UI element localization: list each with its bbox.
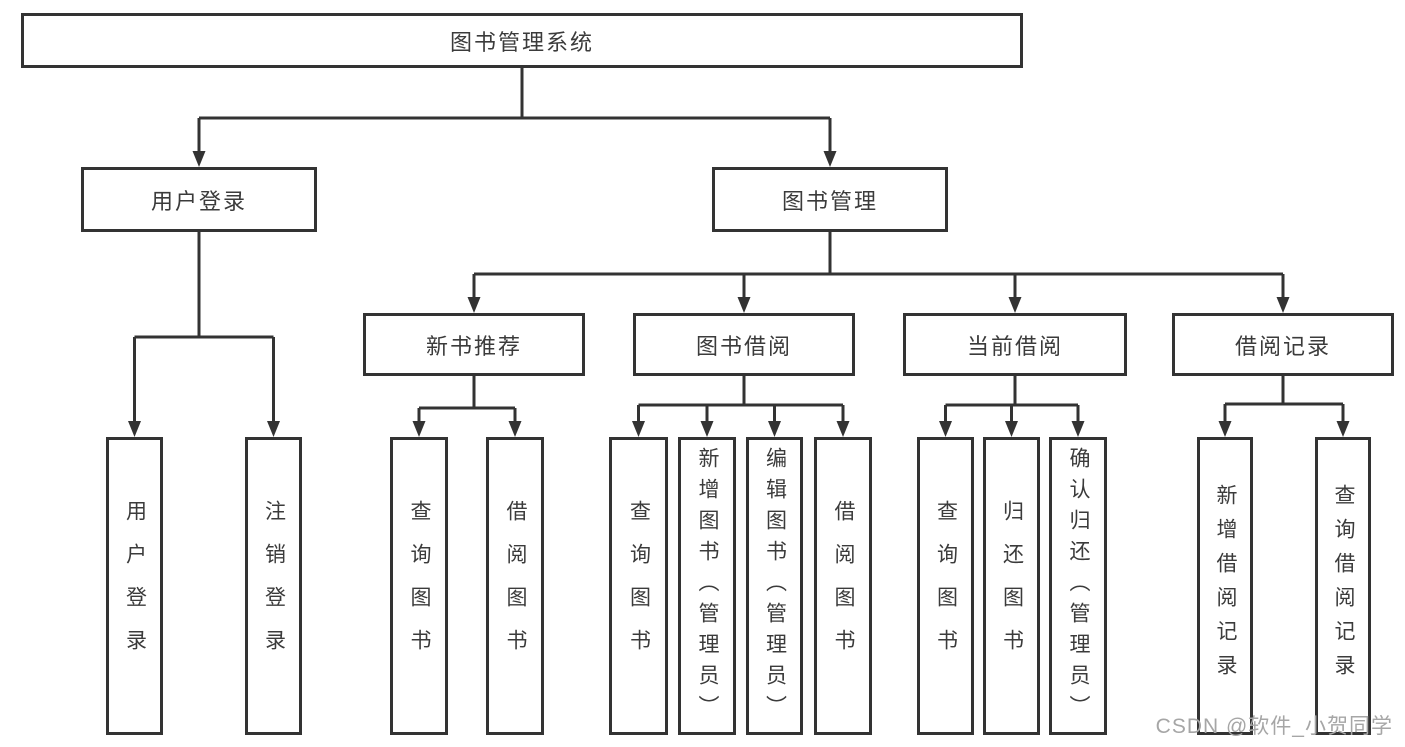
leaf-edit-book-admin: 编辑图书（管理员） bbox=[746, 437, 803, 735]
edge-current-borrow-to-leaves bbox=[939, 376, 1085, 437]
node-book-borrow-label: 图书借阅 bbox=[695, 333, 792, 359]
leaf-borrow-book-label: 借阅图书 bbox=[832, 500, 855, 672]
edge-root-to-level2 bbox=[192, 68, 837, 167]
node-book-management: 图书管理 bbox=[712, 167, 948, 232]
node-borrow-records: 借阅记录 bbox=[1172, 313, 1394, 376]
node-borrow-records-label: 借阅记录 bbox=[1234, 333, 1331, 359]
leaf-edit-book-admin-label: 编辑图书（管理员） bbox=[763, 446, 787, 726]
leaf-query-borrow-record-label: 查询借阅记录 bbox=[1332, 484, 1355, 688]
edge-user-login-to-leaves bbox=[128, 232, 280, 437]
node-current-borrow-label: 当前借阅 bbox=[966, 333, 1063, 359]
leaf-return-book-label: 归还图书 bbox=[1000, 500, 1024, 672]
node-current-borrow: 当前借阅 bbox=[903, 313, 1127, 376]
node-book-borrow: 图书借阅 bbox=[633, 313, 855, 376]
edge-borrow-records-to-leaves bbox=[1218, 376, 1350, 437]
edge-new-book-recommend-to-leaves bbox=[412, 376, 522, 437]
leaf-logout: 注销登录 bbox=[245, 437, 302, 735]
leaf-logout-label: 注销登录 bbox=[262, 500, 286, 672]
node-new-book-recommend-label: 新书推荐 bbox=[425, 333, 522, 359]
node-book-management-label: 图书管理 bbox=[781, 188, 878, 214]
leaf-confirm-return-admin-label: 确认归还（管理员） bbox=[1067, 446, 1090, 726]
node-user-login: 用户登录 bbox=[81, 167, 317, 232]
leaf-query-book-current-label: 查询图书 bbox=[934, 500, 958, 672]
leaf-add-book-admin: 新增图书（管理员） bbox=[678, 437, 736, 735]
leaf-borrow-book-recommend: 借阅图书 bbox=[486, 437, 544, 735]
node-user-login-label: 用户登录 bbox=[150, 188, 247, 214]
leaf-query-borrow-record: 查询借阅记录 bbox=[1315, 437, 1371, 735]
leaf-borrow-book: 借阅图书 bbox=[814, 437, 872, 735]
node-new-book-recommend: 新书推荐 bbox=[363, 313, 585, 376]
edge-book-borrow-to-leaves bbox=[632, 376, 850, 437]
leaf-query-book-recommend: 查询图书 bbox=[390, 437, 448, 735]
leaf-query-book-current: 查询图书 bbox=[917, 437, 974, 735]
leaf-user-login-label: 用户登录 bbox=[123, 500, 147, 672]
leaf-user-login: 用户登录 bbox=[106, 437, 163, 735]
leaf-query-book-recommend-label: 查询图书 bbox=[408, 500, 431, 672]
leaf-add-borrow-record-label: 新增借阅记录 bbox=[1214, 484, 1237, 688]
leaf-borrow-book-recommend-label: 借阅图书 bbox=[504, 500, 527, 672]
leaf-add-borrow-record: 新增借阅记录 bbox=[1197, 437, 1253, 735]
leaf-query-book-label: 查询图书 bbox=[627, 500, 651, 672]
leaf-add-book-admin-label: 新增图书（管理员） bbox=[696, 446, 719, 726]
edge-book-management-to-level3 bbox=[467, 232, 1290, 313]
leaf-return-book: 归还图书 bbox=[983, 437, 1040, 735]
csdn-watermark: CSDN @软件_小贺同学 bbox=[1155, 715, 1393, 738]
leaf-confirm-return-admin: 确认归还（管理员） bbox=[1049, 437, 1107, 735]
leaf-query-book: 查询图书 bbox=[609, 437, 668, 735]
node-root-system: 图书管理系统 bbox=[21, 13, 1023, 68]
node-root-label: 图书管理系统 bbox=[449, 29, 594, 55]
